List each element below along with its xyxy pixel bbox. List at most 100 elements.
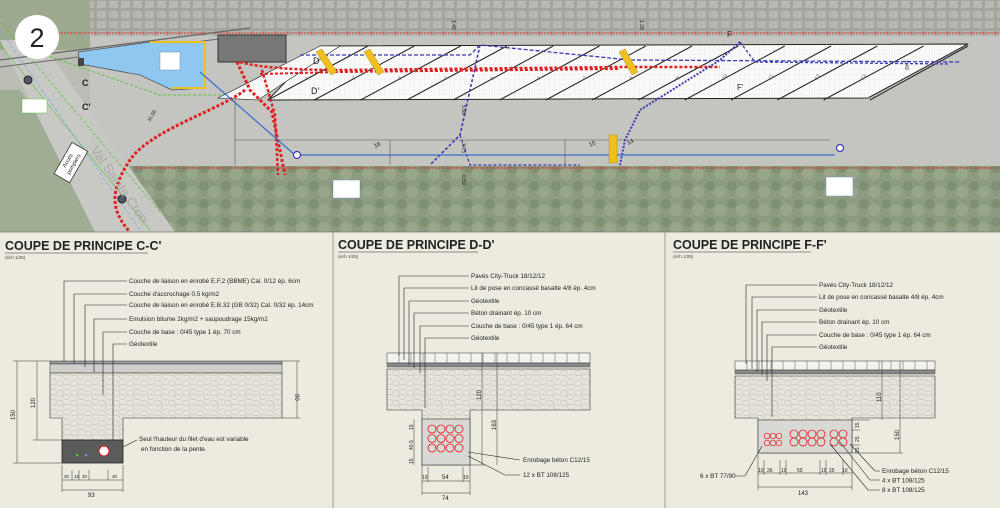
leader-line bbox=[63, 280, 127, 362]
duct-pipe bbox=[445, 424, 455, 434]
leader-line bbox=[761, 321, 817, 375]
svg-text:30: 30 bbox=[64, 474, 70, 479]
duct-pipe bbox=[798, 437, 808, 447]
section-marker-f-prime: F' bbox=[737, 83, 744, 92]
red-drain-main bbox=[113, 88, 246, 234]
stall-number: 4 bbox=[443, 75, 450, 81]
svg-text:25: 25 bbox=[855, 436, 861, 442]
manhole-icon bbox=[835, 143, 845, 153]
layer-label: Couche de base : 0/45 type 1 ép. 70 cm bbox=[129, 329, 241, 336]
callout: 6 x BT 77/90 bbox=[700, 473, 736, 480]
total-width: 93 bbox=[88, 493, 95, 499]
leader-line bbox=[751, 296, 817, 369]
section-scale: (éch 1/25) bbox=[673, 254, 694, 259]
leader-line bbox=[73, 293, 127, 364]
parking-area bbox=[266, 43, 969, 101]
section-scale: (éch 1/25) bbox=[5, 255, 26, 260]
duct-pipe bbox=[763, 432, 771, 440]
section-f-f: COUPE DE PRINCIPE F-F' (éch 1/25) Pavés … bbox=[673, 238, 949, 497]
stall-number: 12 bbox=[814, 73, 822, 81]
callout: Enrobage béton C12/15 bbox=[882, 468, 949, 475]
plan-dimension: 1.28 bbox=[638, 20, 644, 30]
parking-stripe bbox=[638, 45, 739, 101]
stall-number: 8 bbox=[629, 75, 636, 81]
plan-dimension: 0.59 bbox=[460, 175, 466, 185]
parking-stripe bbox=[545, 45, 647, 101]
duct-pipe bbox=[829, 437, 839, 447]
duct-pipe bbox=[807, 437, 817, 447]
layer-label: Couche de base : 0/45 type 1 ép. 64 cm bbox=[471, 323, 583, 330]
duct-pipe bbox=[427, 424, 437, 434]
plan-dimension: 3.73 bbox=[460, 143, 466, 153]
stall-number: 11 bbox=[768, 73, 776, 81]
section-title: COUPE DE PRINCIPE C-C' bbox=[5, 239, 161, 253]
sheet-number: 2 bbox=[29, 23, 44, 53]
callout: Enrobage béton C12/15 bbox=[523, 457, 590, 464]
section-marker-c: C bbox=[82, 78, 89, 88]
duct-pipe bbox=[445, 443, 455, 453]
layer-label: Géotextile bbox=[129, 341, 158, 348]
duct-pipes bbox=[427, 424, 464, 453]
svg-text:10: 10 bbox=[422, 475, 428, 481]
duct-pipe bbox=[454, 424, 464, 434]
section-title: COUPE DE PRINCIPE F-F' bbox=[673, 238, 827, 252]
gutter-channel bbox=[61, 439, 124, 464]
duct-pipe bbox=[775, 439, 783, 447]
fire-access-sign: Accès pompiers bbox=[53, 141, 89, 184]
bay-number: 15 bbox=[588, 140, 597, 149]
sheet-number-badge bbox=[15, 15, 59, 59]
leader-line bbox=[84, 304, 127, 367]
parking-stripe bbox=[684, 45, 785, 101]
layer-label: Géotextile bbox=[471, 335, 500, 342]
bay-number: 14 bbox=[626, 138, 635, 147]
section-marker-d-prime: D' bbox=[311, 86, 319, 96]
total-width: 74 bbox=[442, 496, 449, 502]
svg-text:15: 15 bbox=[409, 424, 415, 430]
svg-text:30: 30 bbox=[82, 474, 88, 479]
section-marker-c-prime: C' bbox=[82, 102, 91, 112]
parking-stripe bbox=[777, 45, 878, 101]
layer-label: Lit de pose en concassé basalte 4/8 ép. … bbox=[471, 285, 596, 292]
duct-pipe bbox=[436, 434, 446, 443]
svg-text:90: 90 bbox=[293, 394, 299, 401]
svg-text:15: 15 bbox=[855, 447, 861, 453]
section-title: COUPE DE PRINCIPE D-D' bbox=[338, 238, 494, 252]
duct-pipe bbox=[763, 439, 771, 447]
dimension-label: 10 bbox=[781, 468, 787, 474]
dimension-label: 25 bbox=[829, 468, 835, 474]
layer-label: Emulsion bitume 2kg/m2 + saupoudrage 15k… bbox=[129, 316, 268, 323]
layer-label: Lit de pose en concassé basalte 4/8 ép. … bbox=[819, 294, 944, 301]
svg-text:150: 150 bbox=[895, 429, 901, 440]
duct-pipe bbox=[789, 437, 799, 447]
parking-stripe bbox=[730, 45, 832, 101]
duct-pipe bbox=[427, 434, 437, 443]
stall-number: 10 bbox=[721, 73, 729, 81]
layer-label: Béton drainant ép. 10 cm bbox=[819, 319, 889, 326]
section-scale: (éch 1/25) bbox=[338, 254, 359, 259]
svg-text:110: 110 bbox=[877, 392, 883, 402]
info-box bbox=[332, 179, 361, 199]
info-box bbox=[825, 176, 854, 197]
dimension-label: 50 bbox=[797, 468, 803, 474]
red-drain-line bbox=[239, 60, 720, 72]
dimension-label: 26 bbox=[767, 468, 773, 474]
manhole-icon bbox=[23, 75, 33, 85]
leader-line bbox=[93, 318, 127, 372]
leader-line bbox=[756, 309, 817, 372]
leader-line bbox=[419, 325, 469, 373]
stall-number: 1 bbox=[305, 75, 312, 81]
stall-number: 13 bbox=[860, 73, 868, 81]
duct-pipe bbox=[454, 434, 464, 443]
svg-text:15: 15 bbox=[409, 458, 415, 464]
svg-text:150: 150 bbox=[11, 409, 17, 420]
callout: 12 x BT 108/125 bbox=[523, 472, 570, 479]
bay-number: 16 bbox=[373, 141, 382, 150]
plan-dimension: 31.56 bbox=[147, 109, 159, 123]
info-box bbox=[159, 51, 181, 71]
blue-drain-line bbox=[300, 44, 961, 63]
section-marker-d: D bbox=[313, 56, 320, 66]
parking-stripe bbox=[591, 45, 693, 101]
stall-number: 3 bbox=[397, 75, 404, 81]
